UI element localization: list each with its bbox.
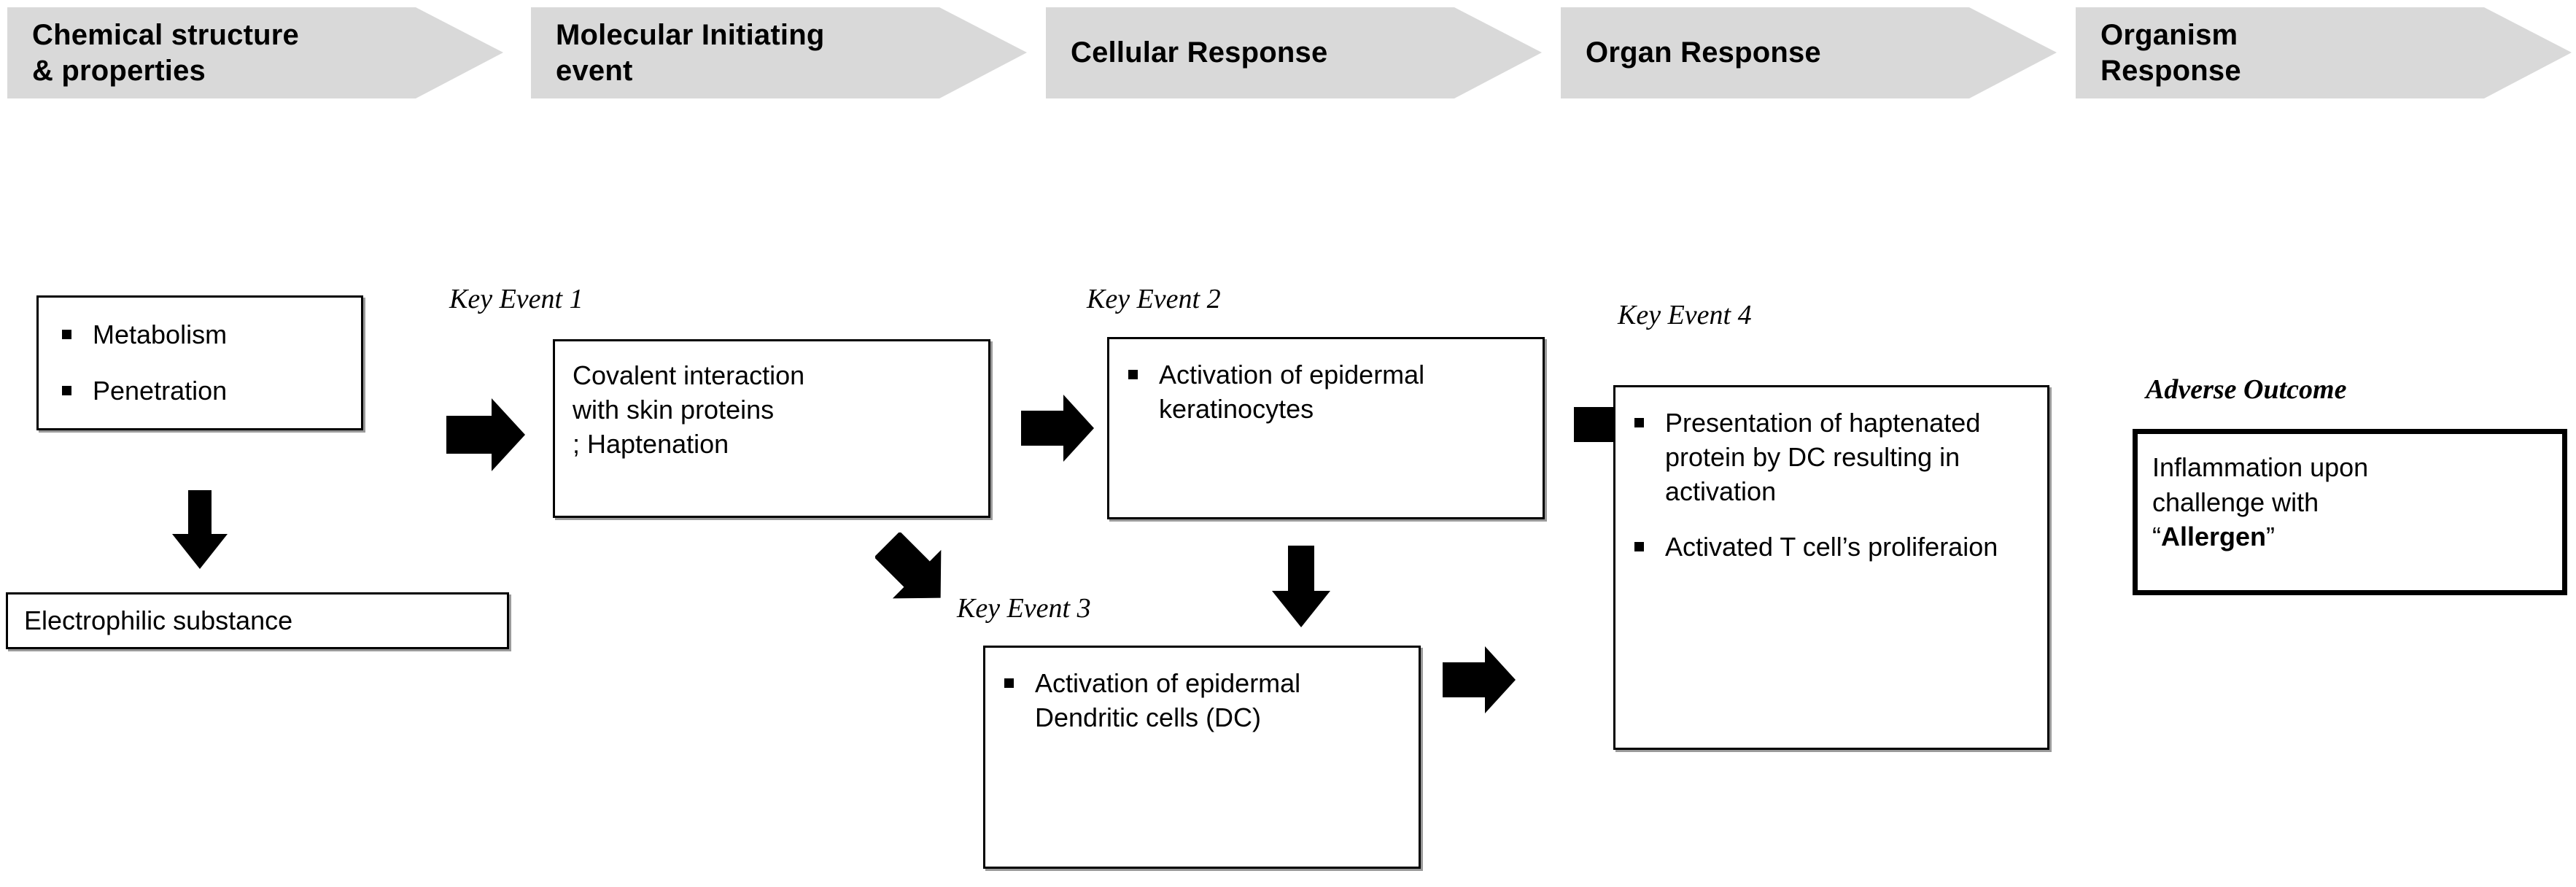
list-item: Activated T cell’s proliferaion — [1624, 530, 2034, 565]
list-item: Activation of epidermal keratinocytes — [1118, 358, 1529, 427]
adverse-outcome-line-3: “Allergen” — [2152, 519, 2548, 554]
banner-chemical-structure: Chemical structure & properties — [7, 7, 503, 98]
list-item: Presentation of haptenated protein by DC… — [1624, 406, 2034, 508]
box-adverse-outcome: Inflammation upon challenge with “Allerg… — [2133, 429, 2567, 595]
arrow-right-icon — [446, 394, 528, 476]
chemical-properties-list: Metabolism Penetration — [52, 318, 348, 408]
banner-label: Organ Response — [1586, 36, 1821, 69]
key-event-3-list: Activation of epidermal Dendritic cells … — [994, 667, 1405, 735]
list-item: Activation of epidermal Dendritic cells … — [994, 667, 1405, 735]
banner-organ-response: Organ Response — [1561, 7, 2057, 98]
caption-key-event-1: Key Event 1 — [449, 284, 583, 314]
key-event-2-list: Activation of epidermal keratinocytes — [1118, 358, 1529, 427]
banner-molecular-initiating-event: Molecular Initiating event — [531, 7, 1027, 98]
caption-key-event-2: Key Event 2 — [1087, 284, 1221, 314]
box-key-event-1: Covalent interaction with skin proteins … — [553, 339, 990, 518]
arrow-right-icon — [1443, 642, 1518, 718]
list-item: Metabolism — [52, 318, 348, 352]
list-item: Penetration — [52, 374, 348, 408]
key-event-1-line-2: with skin proteins — [573, 394, 775, 425]
caption-key-event-3: Key Event 3 — [957, 593, 1091, 624]
key-event-4-list: Presentation of haptenated protein by DC… — [1624, 406, 2034, 565]
key-event-1-line-1: Covalent interaction — [573, 360, 805, 390]
quote-open: “ — [2152, 522, 2161, 552]
key-event-1-line-3: ; Haptenation — [573, 428, 729, 459]
caption-key-event-4: Key Event 4 — [1618, 300, 1752, 330]
arrow-down-icon — [169, 490, 230, 569]
caption-adverse-outcome: Adverse Outcome — [2146, 374, 2347, 405]
adverse-outcome-line-2: challenge with — [2152, 487, 2319, 517]
box-chemical-properties: Metabolism Penetration — [36, 295, 363, 430]
banner-cellular-response: Cellular Response — [1046, 7, 1542, 98]
arrow-right-icon — [1021, 390, 1097, 466]
banner-label: Molecular Initiating event — [556, 18, 825, 87]
banner-label: Cellular Response — [1071, 36, 1328, 69]
banner-label: Chemical structure & properties — [32, 18, 299, 87]
allergen-label: Allergen — [2161, 522, 2267, 552]
electrophilic-substance-label: Electrophilic substance — [24, 605, 293, 635]
banner-label: Organism Response — [2100, 18, 2241, 87]
banner-organism-response: Organism Response — [2076, 7, 2572, 98]
box-key-event-4: Presentation of haptenated protein by DC… — [1613, 385, 2049, 750]
quote-close: ” — [2266, 522, 2276, 552]
box-key-event-3: Activation of epidermal Dendritic cells … — [983, 646, 1421, 869]
arrow-down-right-icon — [875, 532, 955, 613]
adverse-outcome-line-1: Inflammation upon — [2152, 452, 2369, 482]
arrow-down-icon — [1269, 546, 1333, 627]
box-key-event-2: Activation of epidermal keratinocytes — [1107, 337, 1545, 519]
box-electrophilic-substance: Electrophilic substance — [6, 592, 509, 649]
